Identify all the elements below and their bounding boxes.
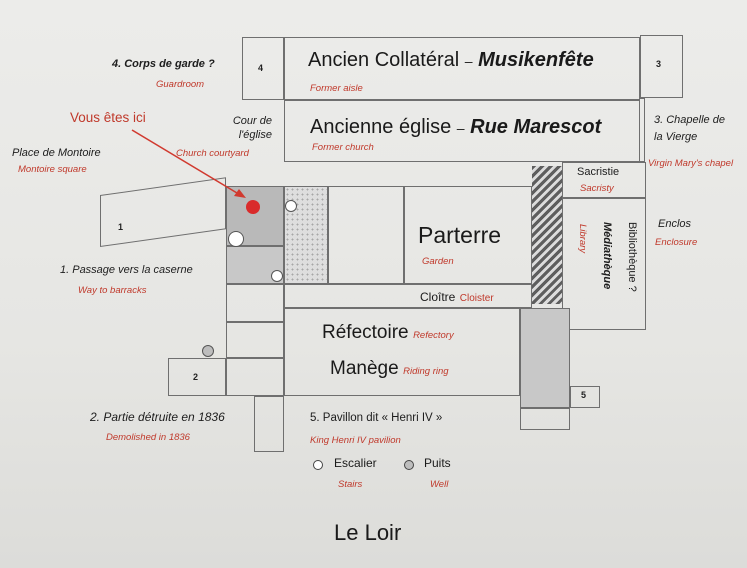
sacristie-label: Sacristie: [577, 166, 620, 178]
ancienne-eglise-name: Ancienne église: [310, 116, 452, 138]
location-marker-icon: [246, 200, 260, 214]
ancien-collateral-title: Ancien Collatéral – Musikenfête: [308, 49, 594, 72]
bibliotheque-block: [562, 198, 646, 330]
place-montoire-label: Place de Montoire: [12, 147, 101, 159]
cloitre-name: Cloître: [420, 290, 456, 304]
library-label: Library: [577, 224, 588, 254]
guardroom-label: Guardroom: [156, 79, 205, 90]
puits-label: Puits: [424, 456, 451, 470]
right-shaded-block: [520, 308, 570, 408]
cloitre-title: Cloître Cloister: [420, 288, 494, 306]
river-label: Le Loir: [334, 520, 402, 545]
stairs-icon: [271, 270, 283, 282]
demolished-label: Demolished in 1836: [106, 432, 190, 443]
corps-de-garde-label: 4. Corps de garde ?: [112, 58, 215, 70]
left-col-block: [226, 284, 284, 322]
church-courtyard-label: Church courtyard: [176, 148, 249, 159]
montoire-square-label: Montoire square: [18, 164, 87, 175]
escalier-label: Escalier: [334, 456, 377, 470]
you-are-here-label: Vous êtes ici: [70, 110, 146, 125]
middle-block: [328, 186, 404, 284]
left-col-block-2: [226, 322, 284, 358]
cloister-name: Cloister: [459, 293, 494, 304]
bottom-stub-block: [254, 396, 284, 452]
partie-detruite-label: 2. Partie détruite en 1836: [90, 410, 225, 424]
room-5-number: 5: [581, 390, 587, 400]
hatched-block: [532, 166, 562, 304]
room-4-number: 4: [258, 63, 264, 73]
parterre-title: Parterre: [418, 222, 502, 248]
cour-eglise-label: Cour de l'église: [232, 115, 272, 141]
musikenfete-name: Musikenfête: [478, 49, 594, 71]
virgin-chapel-label: Virgin Mary's chapel: [648, 158, 734, 169]
refectoire-title: Réfectoire Refectory: [322, 322, 454, 344]
sacristie-block: [562, 162, 646, 198]
room-1-number: 1: [118, 222, 124, 232]
stairs-icon: [228, 231, 244, 247]
well-icon: [202, 345, 214, 357]
stairs-icon: [285, 200, 297, 212]
garden-label: Garden: [422, 256, 454, 267]
well-legend-icon: [404, 460, 414, 470]
ancien-collateral-block: [284, 37, 640, 100]
bottom-right-block: [520, 408, 570, 430]
king-henri-label: King Henri IV pavilion: [310, 435, 401, 446]
title-dash: –: [456, 120, 465, 136]
bibliotheque-label: Bibliothèque ?: [626, 222, 638, 292]
chapelle-label: 3. Chapelle de la Vierge: [654, 114, 725, 143]
title-dash: –: [464, 53, 473, 69]
mediatheque-label: Médiathèque: [601, 222, 613, 290]
ancien-collateral-name: Ancien Collatéral: [308, 49, 460, 71]
parterre-block: [404, 186, 532, 284]
rue-marescot-name: Rue Marescot: [470, 116, 602, 138]
room-2-number: 2: [193, 372, 199, 382]
room-2-block: [168, 358, 226, 396]
room-3-number: 3: [656, 59, 662, 69]
chapelle-block: [640, 98, 645, 162]
sacristy-label: Sacristy: [580, 183, 614, 194]
refectoire-name: Réfectoire: [322, 322, 409, 343]
passage-label: 1. Passage vers la caserne: [60, 264, 193, 276]
refectory-name: Refectory: [413, 330, 454, 341]
cloitre-block: [284, 284, 532, 308]
room-4-block: [242, 37, 284, 100]
well-label: Well: [430, 479, 449, 490]
room-5-block: [570, 386, 600, 408]
stairs-label: Stairs: [338, 479, 363, 490]
manege-name: Manège: [330, 358, 399, 379]
stairs-legend-icon: [313, 460, 323, 470]
enclos-label: Enclos: [658, 218, 692, 230]
refectoire-block: [284, 308, 520, 396]
riding-ring-name: Riding ring: [403, 366, 449, 377]
manege-title: Manège Riding ring: [330, 358, 449, 380]
room-3-block: [640, 35, 683, 98]
pavillon-label: 5. Pavillon dit « Henri IV »: [310, 412, 443, 424]
ancienne-eglise-block: [284, 100, 640, 162]
ancienne-eglise-title: Ancienne église – Rue Marescot: [310, 116, 601, 139]
left-col-block-3: [226, 358, 284, 396]
enclosure-label: Enclosure: [655, 237, 698, 248]
former-church-label: Former church: [312, 142, 374, 153]
way-barracks-label: Way to barracks: [78, 285, 147, 296]
former-aisle-label: Former aisle: [310, 83, 363, 94]
